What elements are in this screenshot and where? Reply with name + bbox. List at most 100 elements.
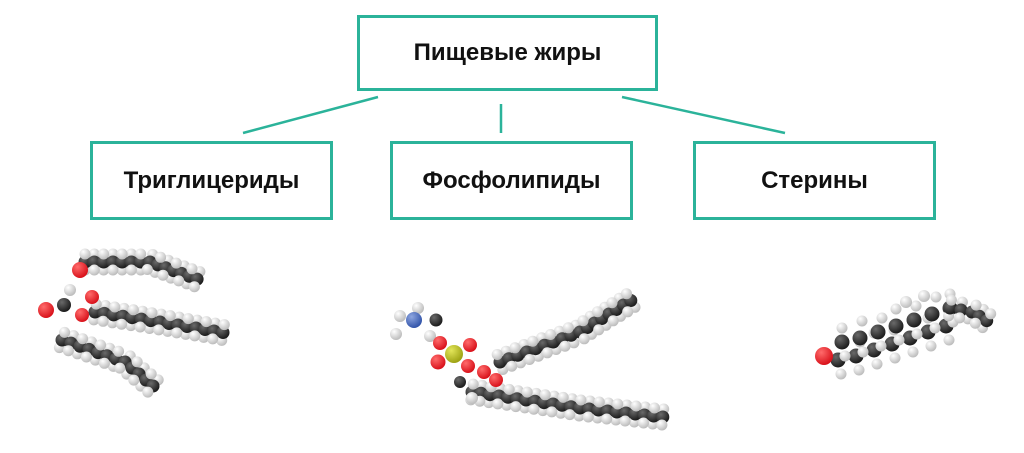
- atom: [856, 315, 868, 327]
- atom: [985, 308, 997, 320]
- atom: [113, 345, 125, 357]
- atom: [466, 392, 478, 404]
- atom: [945, 294, 957, 306]
- child-node-label: Фосфолипиды: [422, 166, 601, 194]
- atom: [491, 349, 503, 360]
- atom: [907, 346, 919, 358]
- atom: [564, 409, 576, 421]
- atom: [218, 319, 230, 331]
- atom: [871, 358, 883, 370]
- atom: [155, 251, 167, 263]
- atom: [107, 264, 119, 276]
- atom: [97, 315, 109, 327]
- atom: [836, 322, 848, 334]
- atom: [545, 329, 556, 340]
- atom: [171, 327, 183, 339]
- connector-line-left: [242, 95, 379, 135]
- atom: [57, 298, 71, 312]
- atom: [467, 378, 479, 390]
- atom: [492, 398, 504, 410]
- atom: [127, 304, 139, 316]
- atom: [839, 350, 851, 362]
- sterol-molecule-icon: [815, 288, 997, 380]
- atom: [80, 351, 92, 363]
- atom: [815, 347, 833, 365]
- atom: [186, 263, 198, 275]
- connector-line-right: [621, 95, 786, 135]
- atom: [142, 386, 154, 398]
- atom: [906, 312, 922, 328]
- child-node-triglycerides: Триглицериды: [90, 141, 333, 220]
- atom: [182, 313, 194, 325]
- atom: [85, 290, 99, 304]
- atom: [454, 376, 466, 388]
- atom: [539, 389, 551, 401]
- atom: [406, 312, 422, 328]
- atom: [509, 342, 521, 354]
- atom: [477, 365, 491, 379]
- atom: [62, 345, 74, 357]
- child-node-label: Стерины: [761, 166, 868, 194]
- atom: [929, 322, 941, 334]
- atom: [834, 334, 850, 350]
- atom: [900, 296, 912, 308]
- atom: [429, 313, 443, 327]
- atom: [857, 346, 869, 358]
- atom: [157, 269, 169, 281]
- atom: [430, 354, 446, 370]
- atom: [593, 396, 605, 408]
- atom: [131, 356, 143, 368]
- atom: [606, 297, 618, 309]
- atom: [853, 364, 865, 376]
- atom: [128, 374, 140, 386]
- atom: [893, 334, 905, 346]
- atom: [200, 316, 212, 328]
- atom: [557, 391, 569, 403]
- atom: [875, 340, 887, 352]
- atom: [114, 362, 126, 374]
- atom: [562, 322, 574, 334]
- atom: [134, 321, 146, 333]
- atom: [188, 281, 200, 293]
- atom: [146, 307, 158, 319]
- atom: [592, 306, 603, 318]
- atom: [835, 368, 847, 380]
- atom: [578, 333, 590, 345]
- atom: [88, 264, 100, 276]
- atom: [852, 330, 868, 346]
- atom: [79, 248, 91, 260]
- atom: [575, 394, 587, 406]
- atom: [593, 324, 605, 336]
- atom: [656, 419, 668, 431]
- atom: [64, 284, 76, 296]
- atom: [954, 312, 966, 324]
- atom: [911, 328, 923, 340]
- atom: [524, 354, 535, 365]
- atom: [164, 310, 176, 322]
- atom: [116, 248, 128, 260]
- atom: [918, 290, 930, 302]
- atom: [506, 360, 518, 372]
- atom: [189, 330, 201, 342]
- atom: [394, 310, 406, 322]
- atom: [135, 248, 147, 260]
- atom: [141, 264, 153, 275]
- atom: [461, 359, 475, 373]
- atom: [109, 301, 121, 313]
- atom: [412, 302, 424, 314]
- root-node-label: Пищевые жиры: [413, 39, 602, 66]
- atom: [424, 330, 436, 342]
- atom: [173, 275, 185, 287]
- atom: [619, 415, 631, 427]
- atom: [87, 255, 101, 269]
- atom: [463, 338, 477, 352]
- atom: [207, 333, 219, 345]
- atom: [541, 347, 553, 359]
- atom: [489, 373, 503, 387]
- atom: [510, 401, 522, 413]
- atom: [528, 403, 540, 415]
- triglyceride-molecule-icon: [38, 248, 230, 398]
- atom: [77, 333, 89, 345]
- root-node-box: Пищевые жиры: [357, 15, 658, 91]
